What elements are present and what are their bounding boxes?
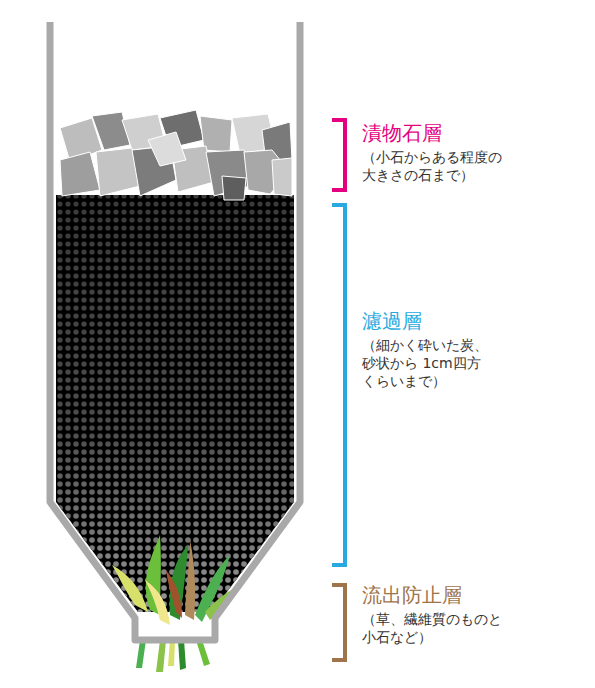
layer-name: 漬物石層 [362, 120, 442, 146]
bracket [332, 585, 345, 660]
layer-name: 流出防止層 [362, 582, 462, 608]
stone-layer [60, 110, 292, 200]
layer-note: （細かく砕いた炭、 砂状から 1cm四方 くらいまで） [362, 336, 514, 391]
layer-name: 濾過層 [362, 308, 422, 334]
bracket [332, 205, 345, 565]
grass-layer [112, 535, 240, 672]
bracket [332, 120, 345, 190]
layer-note: （小石からある程度の 大きさの石まで） [362, 148, 514, 184]
layer-note: （草、繊維質のものと 小石など） [362, 610, 514, 646]
container-outline [50, 22, 300, 640]
